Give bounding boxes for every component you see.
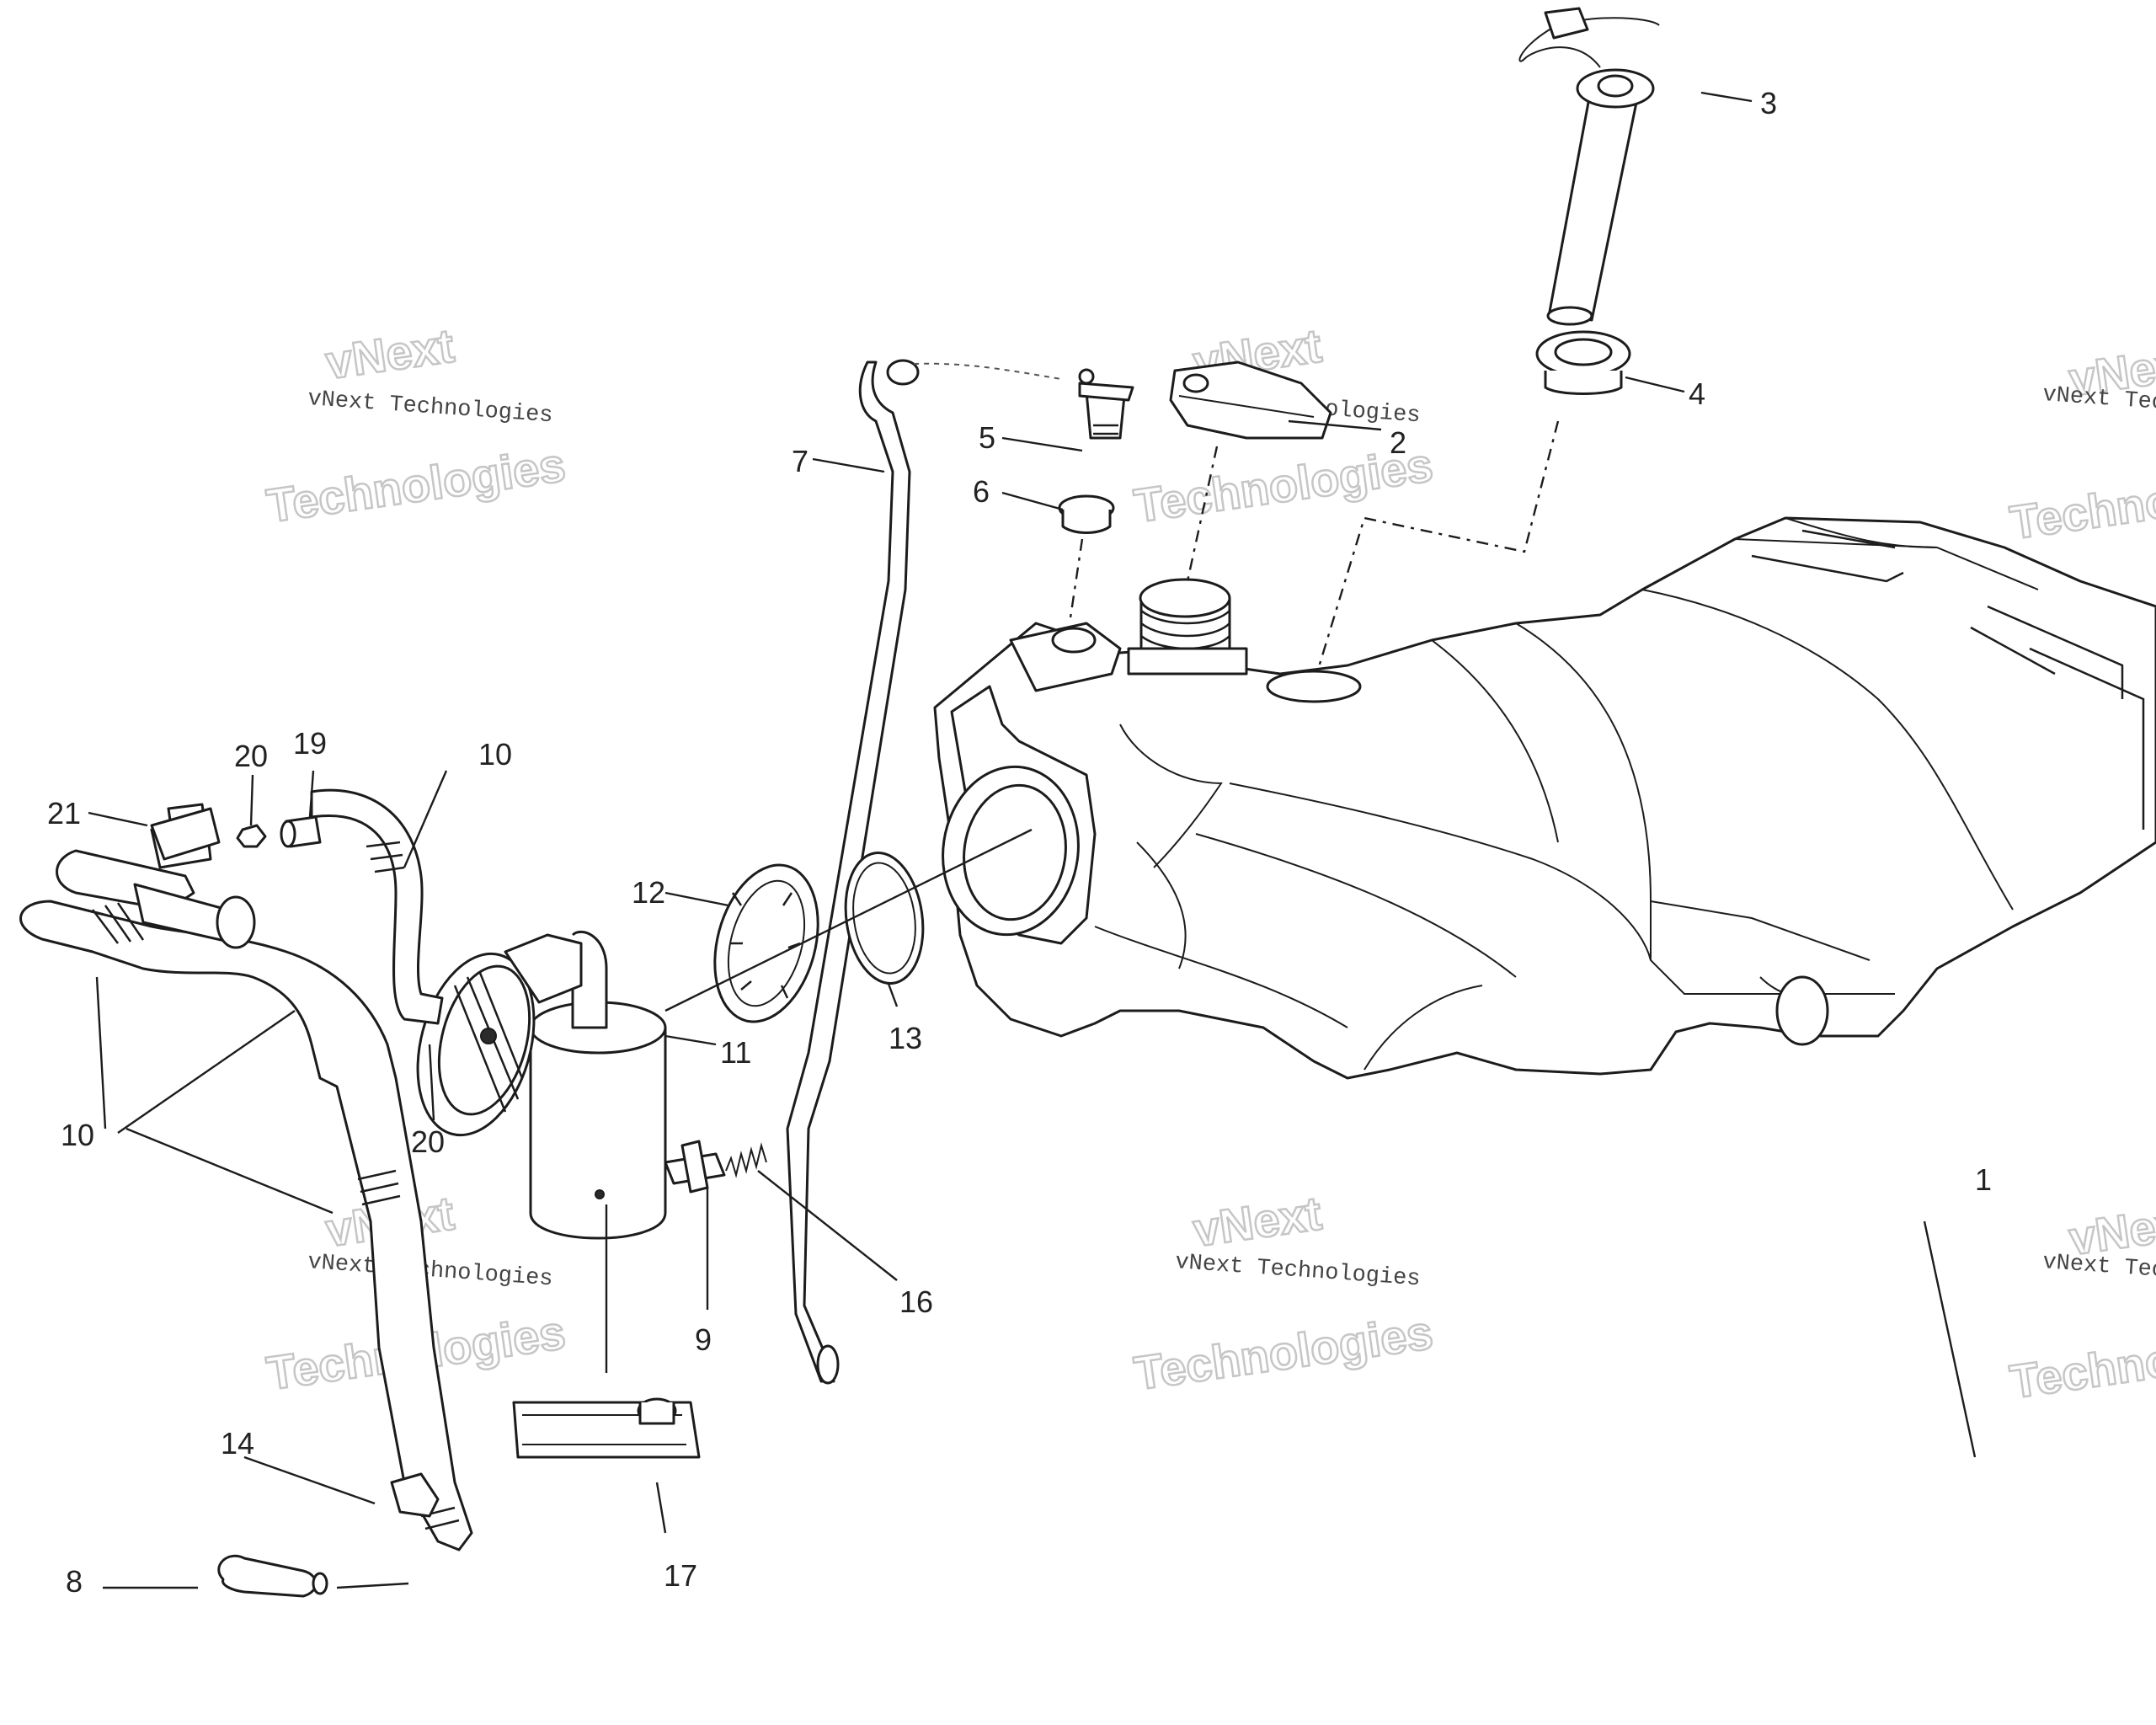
watermark-text: vNext Technologies xyxy=(2041,382,2156,425)
sender-port xyxy=(1266,670,1362,703)
callout-labels: 1 2 3 4 5 6 7 8 9 10 10 11 12 13 14 16 1… xyxy=(47,86,1992,1599)
callout-20-lower: 20 xyxy=(411,1124,445,1159)
hose-fitting-19 xyxy=(280,815,322,848)
callout-1: 1 xyxy=(1975,1162,1992,1197)
assembly-line-cap xyxy=(1186,446,1219,582)
callout-8: 8 xyxy=(66,1564,83,1599)
watermark-text: vNext Technologies xyxy=(2041,1250,2156,1292)
callout-20-upper: 20 xyxy=(234,739,268,773)
fuel-tank xyxy=(933,516,2156,1080)
assembly-line-sender xyxy=(1316,420,1560,670)
quick-connect-21 xyxy=(150,807,221,861)
pump-spring xyxy=(725,1142,767,1178)
pump-lock-ring xyxy=(713,863,819,1023)
callout-19: 19 xyxy=(293,726,327,761)
watermark-text: vNext Technologies xyxy=(1174,1250,1421,1292)
vent-hose xyxy=(786,359,920,1385)
filler-neck xyxy=(1127,578,1248,676)
watermark-big-line2: Technologies xyxy=(2007,1314,2156,1408)
callout-3: 3 xyxy=(1760,86,1777,120)
callout-2: 2 xyxy=(1390,425,1406,460)
fuel-strainer xyxy=(512,1397,701,1459)
callout-14: 14 xyxy=(221,1426,254,1461)
watermark-text: vNext Technologies xyxy=(307,387,553,429)
assembly-line-valve xyxy=(1068,538,1084,624)
callout-11: 11 xyxy=(720,1035,751,1070)
watermark-big-line1: vNext xyxy=(323,318,457,389)
callout-4: 4 xyxy=(1689,377,1705,411)
watermark-bottom-right: vNext Technologies vNext Technologies xyxy=(2006,1194,2156,1409)
leader-lines xyxy=(88,91,1977,1589)
fuel-filter-fitting xyxy=(664,1140,726,1194)
callout-10-upper: 10 xyxy=(478,737,512,772)
watermark-big-line2: Technologies xyxy=(1131,1306,1436,1400)
pump-o-ring xyxy=(844,852,925,985)
fuel-cap xyxy=(1169,360,1332,440)
watermark-text: vNext Technologies xyxy=(307,1250,553,1292)
fuel-level-sender xyxy=(1518,7,1660,326)
watermark-top-right: vNext Technologies vNext Technologies xyxy=(2006,334,2156,550)
callout-10-lower: 10 xyxy=(61,1118,94,1152)
rollover-valve xyxy=(1078,368,1134,440)
quick-connect-elbow-14 xyxy=(390,1472,440,1518)
callout-7: 7 xyxy=(792,444,808,478)
sender-grommet xyxy=(1535,330,1631,395)
callout-6: 6 xyxy=(973,474,990,509)
callout-12: 12 xyxy=(632,875,665,910)
watermark-top-left: vNext Technologies vNext Technologies xyxy=(263,318,570,533)
callout-17: 17 xyxy=(664,1558,697,1593)
callout-16: 16 xyxy=(899,1284,933,1319)
fuel-pump xyxy=(416,930,667,1240)
fuel-hose-upper xyxy=(310,788,444,1025)
callout-9: 9 xyxy=(695,1322,712,1357)
watermark-big-line1: vNext xyxy=(1190,1186,1325,1257)
callout-21: 21 xyxy=(47,796,81,830)
callout-13: 13 xyxy=(889,1021,922,1055)
hose-clamp-8 xyxy=(217,1554,328,1598)
assembly-line-vent xyxy=(913,362,1062,380)
valve-grommet xyxy=(1058,494,1115,534)
callout-5: 5 xyxy=(979,420,995,455)
nut-20 xyxy=(236,824,267,848)
watermark-big-line2: Technologies xyxy=(264,438,568,532)
watermark-bottom-center: vNext Technologies vNext Technologies xyxy=(1130,1185,1438,1401)
watermark-big-line2: Technologies xyxy=(2007,455,2156,549)
